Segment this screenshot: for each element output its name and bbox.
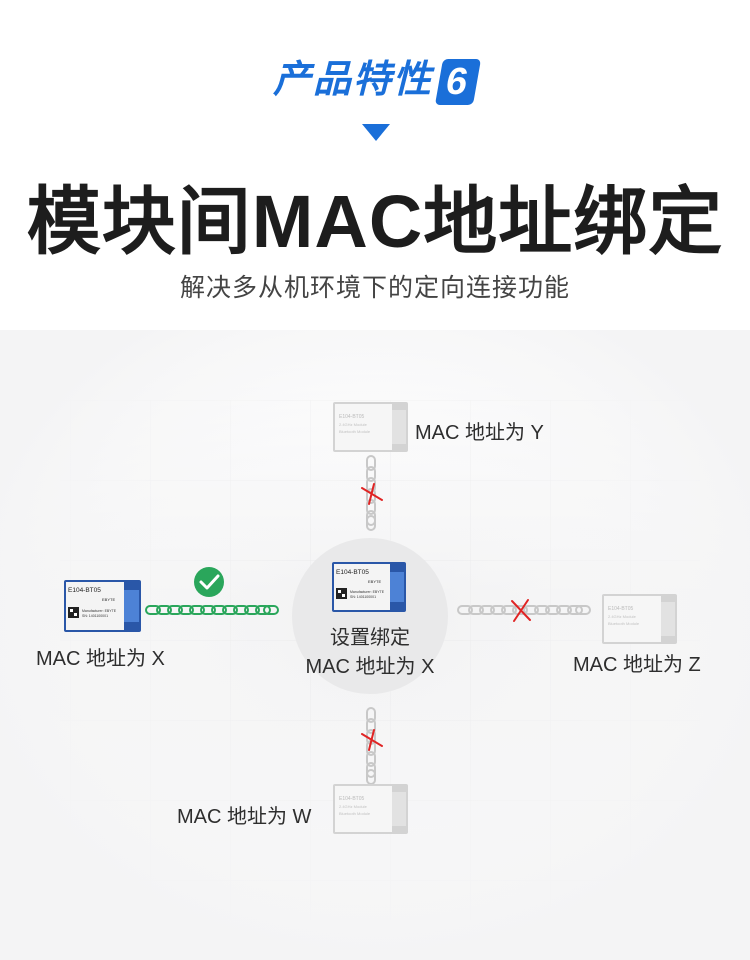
module-faded-text-3: Bluetooth Module xyxy=(608,621,640,626)
node-left-label: MAC 地址为 X xyxy=(36,648,165,670)
node-top-label: MAC 地址为 Y xyxy=(415,422,544,444)
bluetooth-module-icon: E104-BT05 2.4GHz Module Bluetooth Module xyxy=(602,594,677,644)
module-faded-text-3: Bluetooth Module xyxy=(339,429,371,434)
chain-left-connected xyxy=(145,605,279,615)
module-info-1: Manufacturer: EBYTE xyxy=(82,609,117,613)
subtitle: 解决多从机环境下的定向连接功能 xyxy=(179,274,570,302)
module-brand-text: EBYTE xyxy=(102,597,115,602)
module-top: E104-BT05 2.4GHz Module Bluetooth Module xyxy=(333,402,408,452)
module-model-text: E104-BT05 xyxy=(68,587,101,594)
module-info-2: SN: 1401100001 xyxy=(350,595,376,599)
node-bottom-label: MAC 地址为 W xyxy=(177,806,312,828)
check-circle-icon xyxy=(194,567,224,597)
module-faded-text-1: E104-BT05 xyxy=(339,414,365,420)
cross-icon-right xyxy=(511,599,531,622)
module-faded-text-1: E104-BT05 xyxy=(608,606,634,612)
module-faded-text-3: Bluetooth Module xyxy=(339,811,371,816)
module-left: E104-BT05 EBYTE Manufacturer: EBYTE SN: … xyxy=(64,580,141,632)
module-right: E104-BT05 2.4GHz Module Bluetooth Module xyxy=(602,594,677,644)
module-info-1: Manufacturer: EBYTE xyxy=(350,590,385,594)
module-info-2: SN: 1401100001 xyxy=(82,614,108,618)
bluetooth-module-icon: E104-BT05 2.4GHz Module Bluetooth Module xyxy=(333,784,408,834)
binding-diagram: E104-BT05 EBYTE Manufacturer: EBYTE SN: … xyxy=(0,330,750,960)
module-bottom: E104-BT05 2.4GHz Module Bluetooth Module xyxy=(333,784,408,834)
module-faded-text-1: E104-BT05 xyxy=(339,796,365,802)
module-brand-text: EBYTE xyxy=(368,579,381,584)
feature-number: 6 xyxy=(434,58,482,105)
cross-icon-bottom xyxy=(361,729,383,751)
main-title: 模块间MAC地址绑定 xyxy=(26,180,724,263)
down-triangle-icon xyxy=(362,124,390,141)
cross-icon-top xyxy=(361,483,383,505)
module-faded-text-2: 2.4GHz Module xyxy=(608,614,637,619)
module-center: E104-BT05 EBYTE Manufacturer: EBYTE SN: … xyxy=(332,562,406,612)
module-faded-text-2: 2.4GHz Module xyxy=(339,804,368,809)
feature-title: 产品特性 xyxy=(272,59,433,101)
node-right-label: MAC 地址为 Z xyxy=(573,654,701,676)
bluetooth-module-icon: E104-BT05 EBYTE Manufacturer: EBYTE SN: … xyxy=(332,562,406,612)
module-faded-text-2: 2.4GHz Module xyxy=(339,422,368,427)
bluetooth-module-icon: E104-BT05 2.4GHz Module Bluetooth Module xyxy=(333,402,408,452)
center-label: 设置绑定 MAC 地址为 X xyxy=(290,624,450,682)
module-model-text: E104-BT05 xyxy=(336,569,369,576)
center-circle xyxy=(292,538,448,694)
center-label-line1: 设置绑定 xyxy=(330,627,410,649)
bluetooth-module-icon: E104-BT05 EBYTE Manufacturer: EBYTE SN: … xyxy=(64,580,141,632)
chain-right-blocked xyxy=(457,605,591,615)
center-label-line2: MAC 地址为 X xyxy=(305,656,435,678)
